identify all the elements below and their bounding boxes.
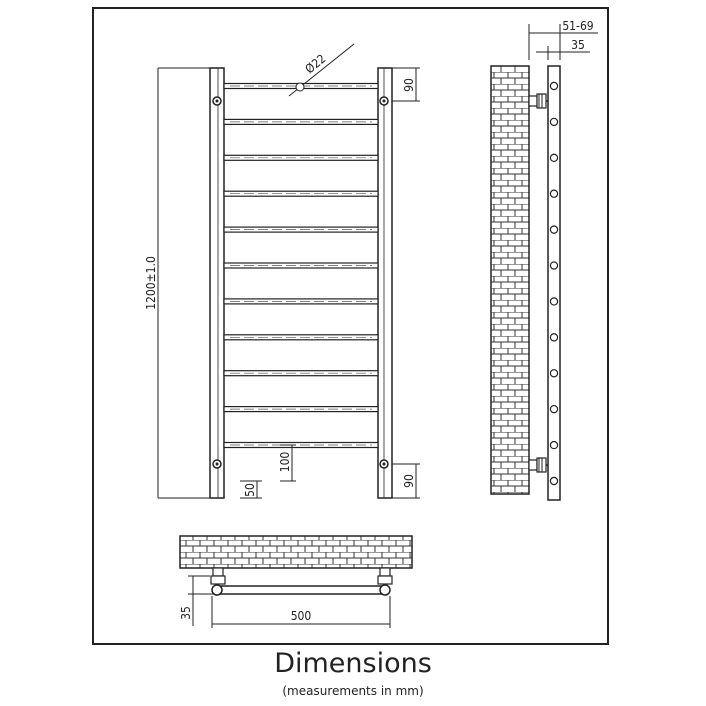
side-rail-end — [549, 404, 559, 414]
width-label: 500 — [291, 609, 312, 623]
side-rail-end — [549, 476, 559, 486]
wall-gap-label: 51-69 — [562, 19, 593, 33]
plan-depth-label: 35 — [179, 606, 193, 620]
side-rail-end — [549, 81, 559, 91]
towel-rail — [223, 441, 379, 449]
towel-rail — [223, 298, 379, 305]
side-rail-end — [549, 333, 559, 342]
side-rail-end — [549, 261, 559, 270]
side-rail-end — [549, 189, 559, 198]
height-dimension-label: 1200±1.0 — [144, 256, 158, 310]
plan-bracket — [379, 567, 391, 577]
right-stile — [377, 67, 393, 499]
towel-rail — [223, 406, 379, 413]
plan-tube-end — [211, 584, 223, 596]
plan-view: 35 500 — [179, 535, 413, 628]
rail-spacing-label: 100 — [278, 452, 292, 473]
plan-bracket — [212, 567, 224, 577]
side-rail-end — [549, 369, 559, 378]
towel-rail — [223, 154, 379, 161]
top-offset-label: 90 — [402, 78, 416, 92]
bottom-offset-label: 90 — [402, 474, 416, 488]
drawing-frame — [92, 7, 609, 645]
diameter-label: Ø22 — [302, 51, 328, 76]
side-holes-group — [549, 81, 559, 486]
towel-rail — [223, 370, 379, 377]
side-depth-label: 35 — [571, 38, 585, 52]
towel-rail — [223, 262, 379, 269]
side-rail-end — [549, 440, 559, 450]
side-view: 51-69 35 — [490, 19, 598, 501]
front-view: 1200±1.0 Ø22 90 90 100 50 — [144, 43, 420, 499]
left-stile — [209, 67, 225, 499]
plan-view-wall — [179, 535, 413, 569]
side-bracket — [528, 459, 538, 471]
towel-rail — [223, 334, 379, 341]
towel-rail — [223, 118, 379, 126]
side-view-upright — [547, 65, 561, 501]
side-bracket — [528, 95, 538, 107]
side-view-wall — [490, 65, 530, 495]
bottom-rail-label: 50 — [243, 483, 257, 497]
rails-group — [223, 82, 379, 449]
plan-view-rail — [219, 585, 385, 595]
plan-tube-end — [379, 584, 391, 596]
side-rail-end — [549, 153, 559, 163]
towel-rail — [223, 190, 379, 197]
side-rail-end — [549, 117, 559, 127]
side-rail-end — [549, 225, 559, 234]
side-rail-end — [549, 297, 559, 306]
towel-rail — [223, 226, 379, 233]
page-subtitle: (measurements in mm) — [282, 684, 424, 698]
page-title: Dimensions — [274, 648, 432, 679]
